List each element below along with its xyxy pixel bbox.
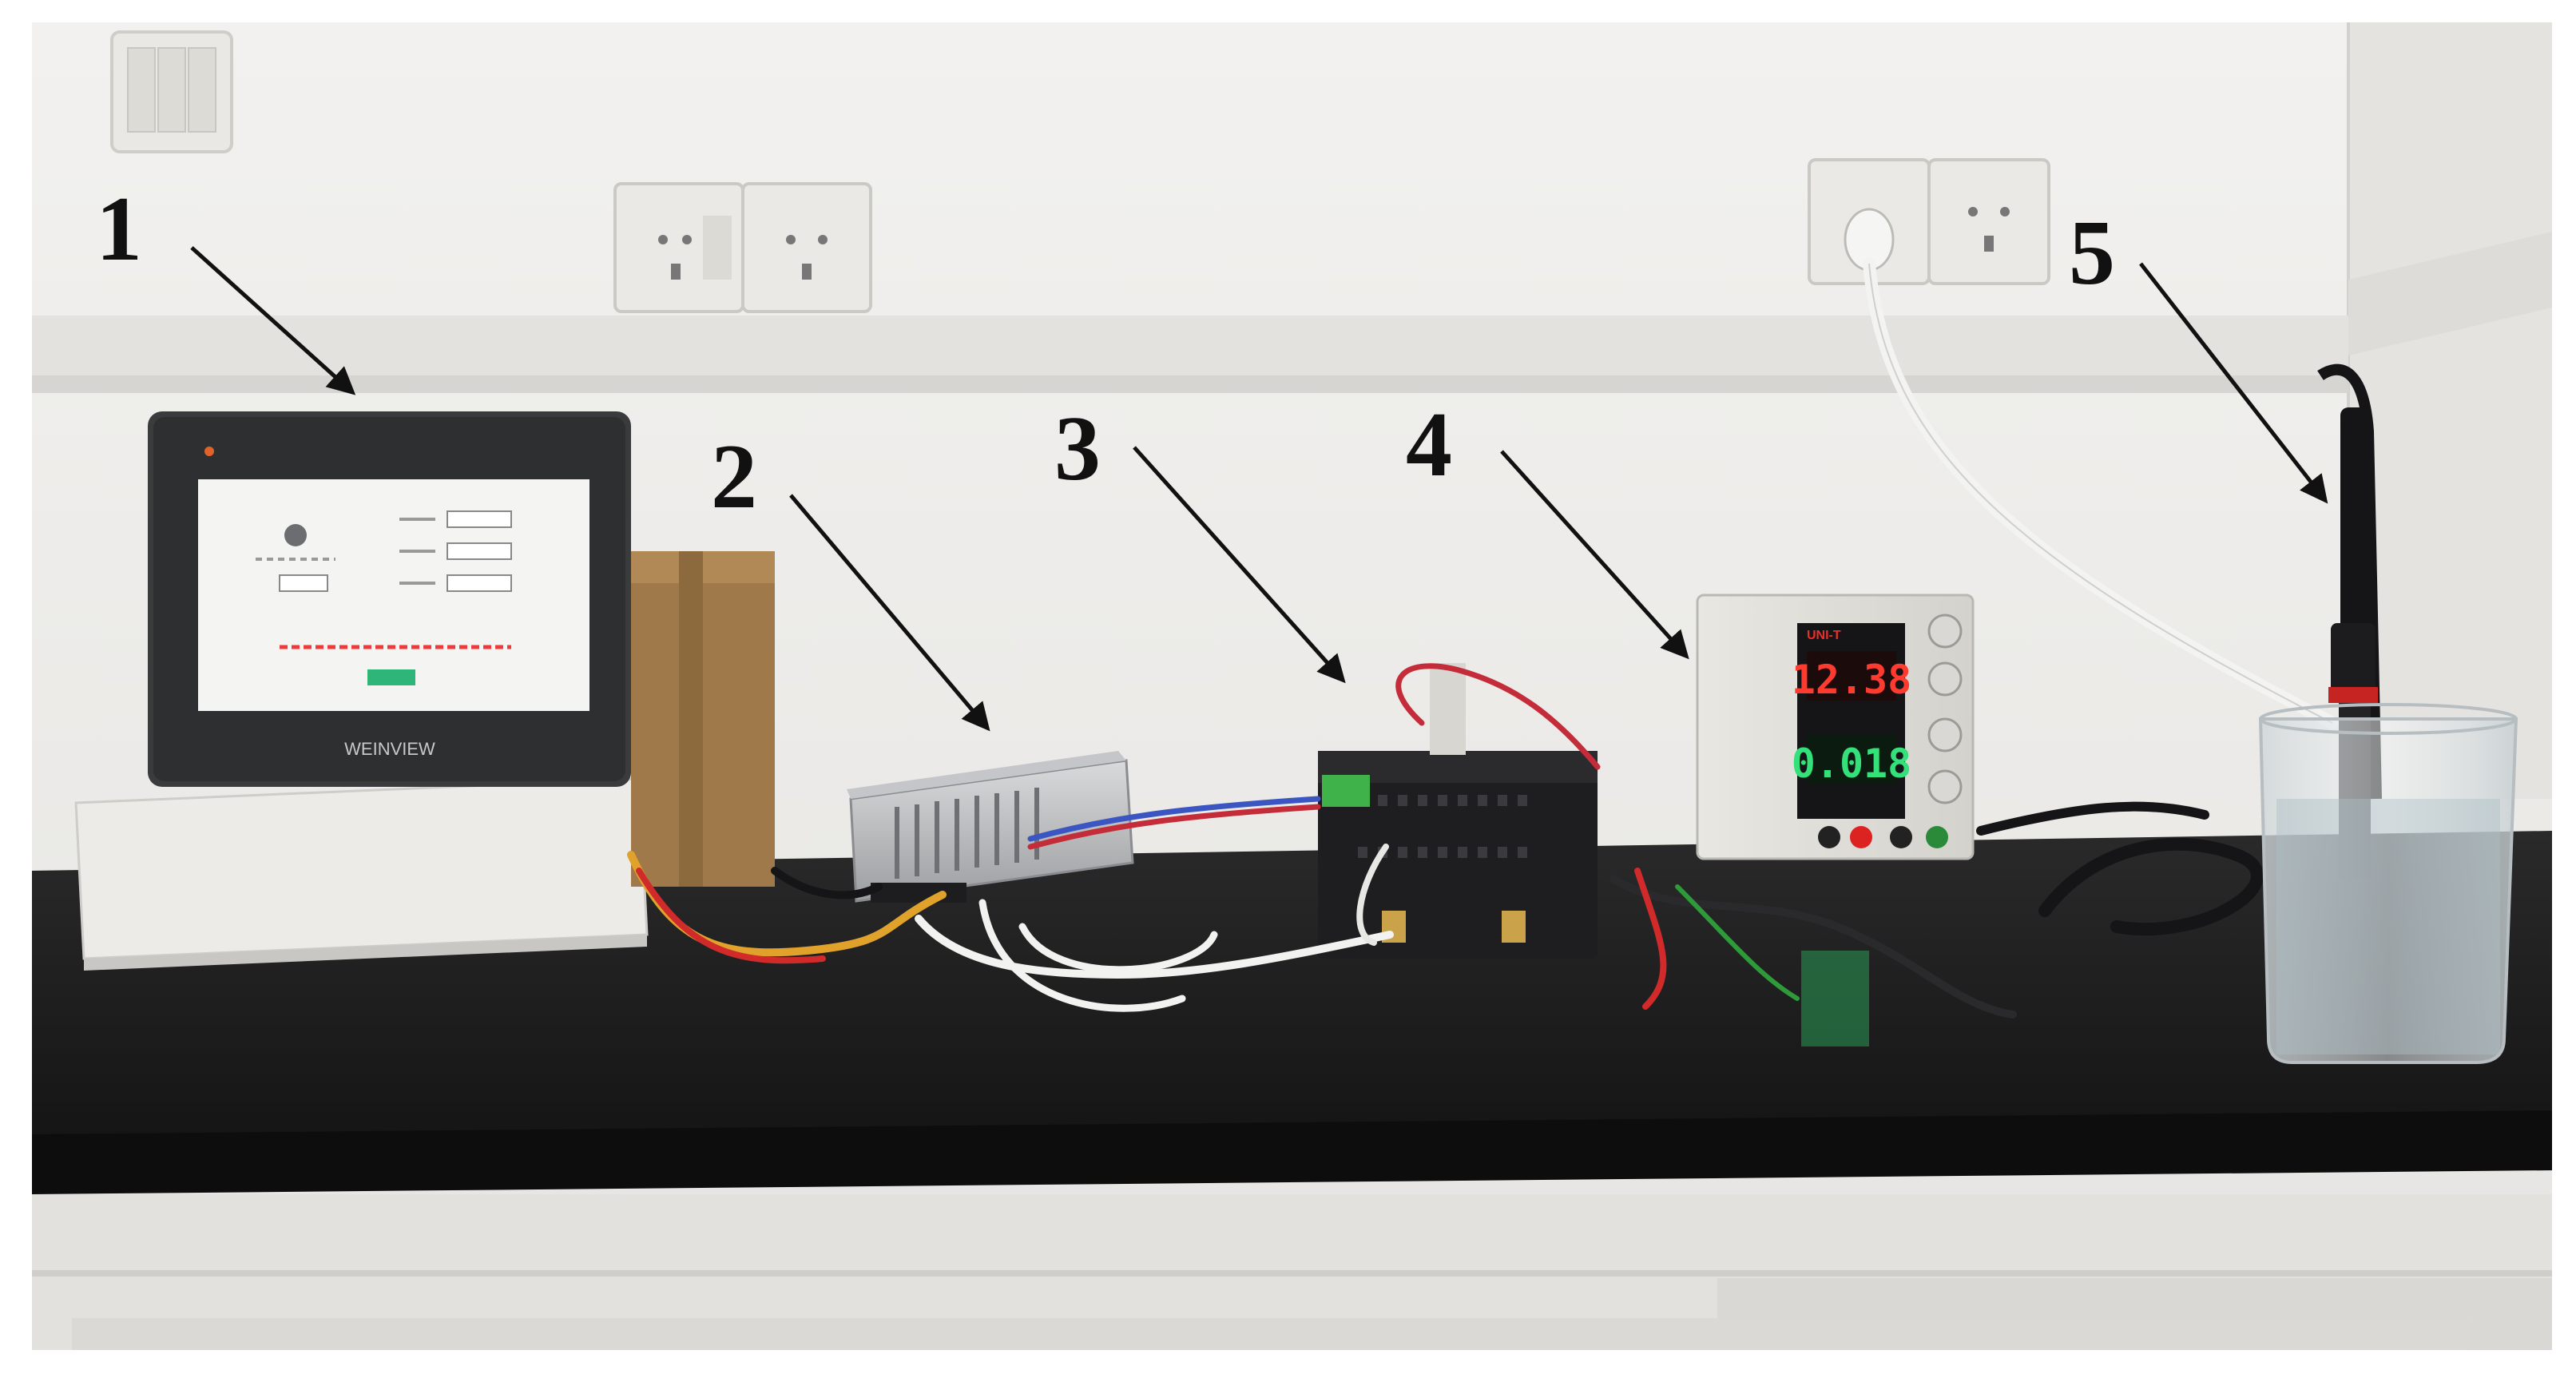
display-reflection — [1801, 951, 1869, 1046]
touchscreen-hmi: WEINVIEW — [148, 411, 631, 787]
wall-ledge-right — [2348, 232, 2552, 355]
plc-module — [1318, 663, 1598, 959]
wall-ledge-shadow — [32, 375, 2348, 393]
arrow-5 — [2139, 262, 2328, 504]
wiring — [627, 663, 2264, 1019]
arrow-3 — [1133, 446, 1346, 684]
cardboard-package — [631, 551, 775, 887]
psu-voltage-display: 12.38 — [1792, 657, 1912, 703]
switching-power-supply — [847, 751, 1134, 903]
label-1: 1 — [96, 178, 142, 280]
dc-power-supply: UNI-T 12.38 0.018 — [1696, 594, 1975, 860]
wall-outlets-left — [613, 182, 872, 313]
pointer-arrows — [190, 246, 2328, 732]
touchscreen-brand: WEINVIEW — [344, 739, 435, 759]
bench-edge — [32, 1110, 2552, 1194]
arrow-1 — [190, 246, 356, 395]
psu-brand: UNI-T — [1807, 629, 1841, 642]
arrow-2 — [789, 494, 990, 732]
label-2: 2 — [711, 426, 757, 528]
white-box — [74, 777, 649, 971]
light-switch — [110, 30, 233, 153]
beaker-with-probe — [2258, 363, 2518, 1064]
label-5: 5 — [2069, 202, 2115, 304]
arrow-4 — [1500, 450, 1689, 660]
psu-current-display: 0.018 — [1792, 741, 1912, 787]
label-3: 3 — [1054, 398, 1101, 500]
label-4: 4 — [1406, 394, 1452, 496]
wall-outlets-right — [1808, 158, 2050, 285]
wall-corner — [2348, 22, 2552, 799]
